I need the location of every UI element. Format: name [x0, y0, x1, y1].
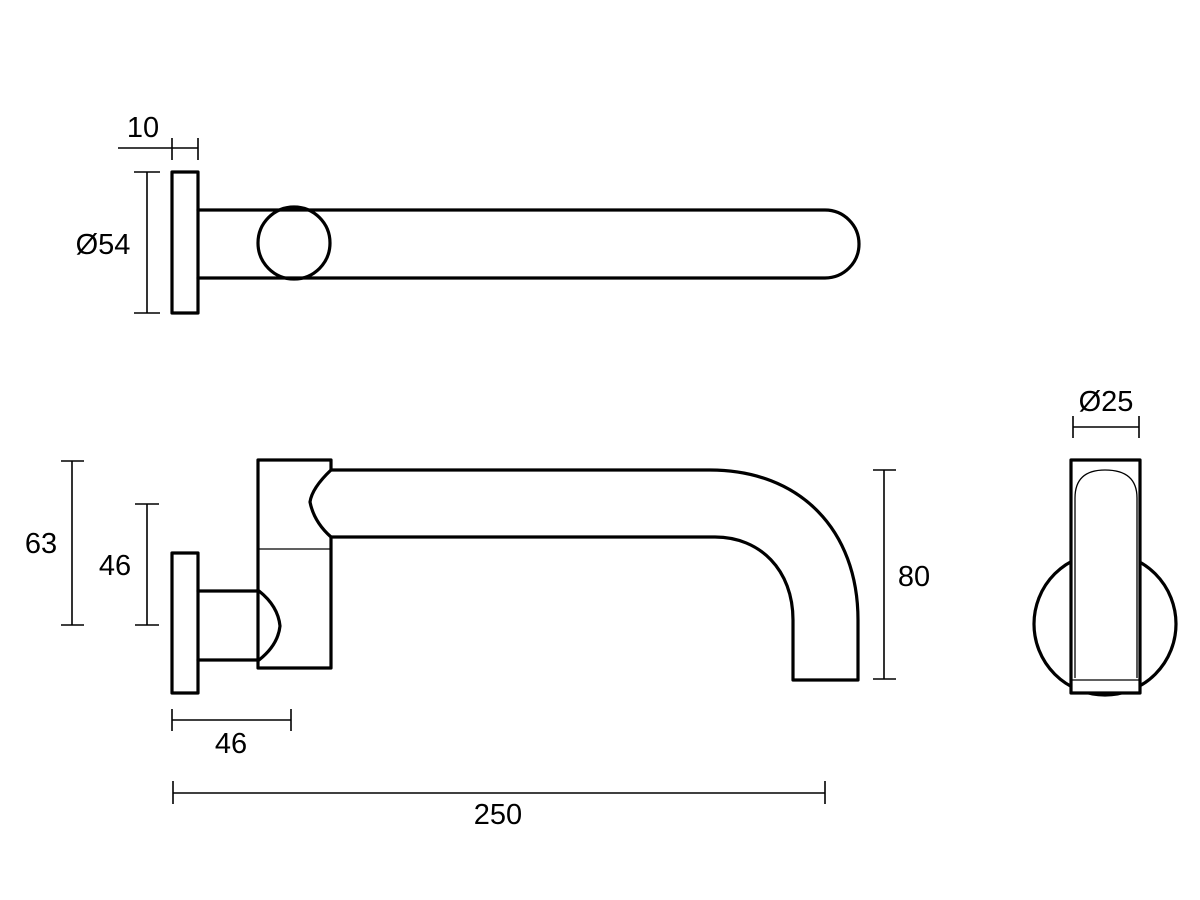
- dim-overall-height: 63: [25, 460, 84, 626]
- dim-flange-thickness: 10: [118, 112, 199, 160]
- top-view-wall-flange: [170, 170, 200, 315]
- side-view-spout: [329, 468, 860, 682]
- end-view-handle-inner: [1074, 469, 1138, 678]
- dim-flange-diameter-label: Ø54: [76, 229, 131, 261]
- dim-flange-diameter: Ø54: [76, 171, 160, 314]
- top-view-spout-body: [196, 208, 861, 280]
- dim-spout-drop-label: 80: [898, 561, 930, 593]
- dim-overall-length: 250: [172, 781, 826, 831]
- dim-flange-thickness-label: 10: [127, 112, 159, 144]
- end-view: [1032, 458, 1178, 697]
- dim-flange-to-body-label: 46: [215, 728, 247, 760]
- side-view-valve-body: [256, 458, 333, 670]
- end-view-spout-outline: [1069, 458, 1142, 695]
- side-view-inlet-pipe: [196, 589, 282, 662]
- dim-spout-drop: 80: [873, 469, 930, 680]
- side-view: [170, 458, 860, 695]
- dim-spout-diameter: Ø25: [1072, 386, 1140, 438]
- dim-overall-height-label: 63: [25, 528, 57, 560]
- side-view-spout-joint: [308, 468, 333, 539]
- top-view-handle-knob: [256, 205, 332, 281]
- dim-inlet-height-label: 46: [99, 550, 131, 582]
- dim-flange-to-body: 46: [171, 709, 292, 760]
- side-view-wall-flange: [170, 551, 200, 695]
- dim-overall-length-label: 250: [474, 799, 522, 831]
- dim-inlet-height: 46: [99, 503, 159, 626]
- top-view: [170, 170, 861, 315]
- dim-spout-diameter-label: Ø25: [1079, 386, 1134, 418]
